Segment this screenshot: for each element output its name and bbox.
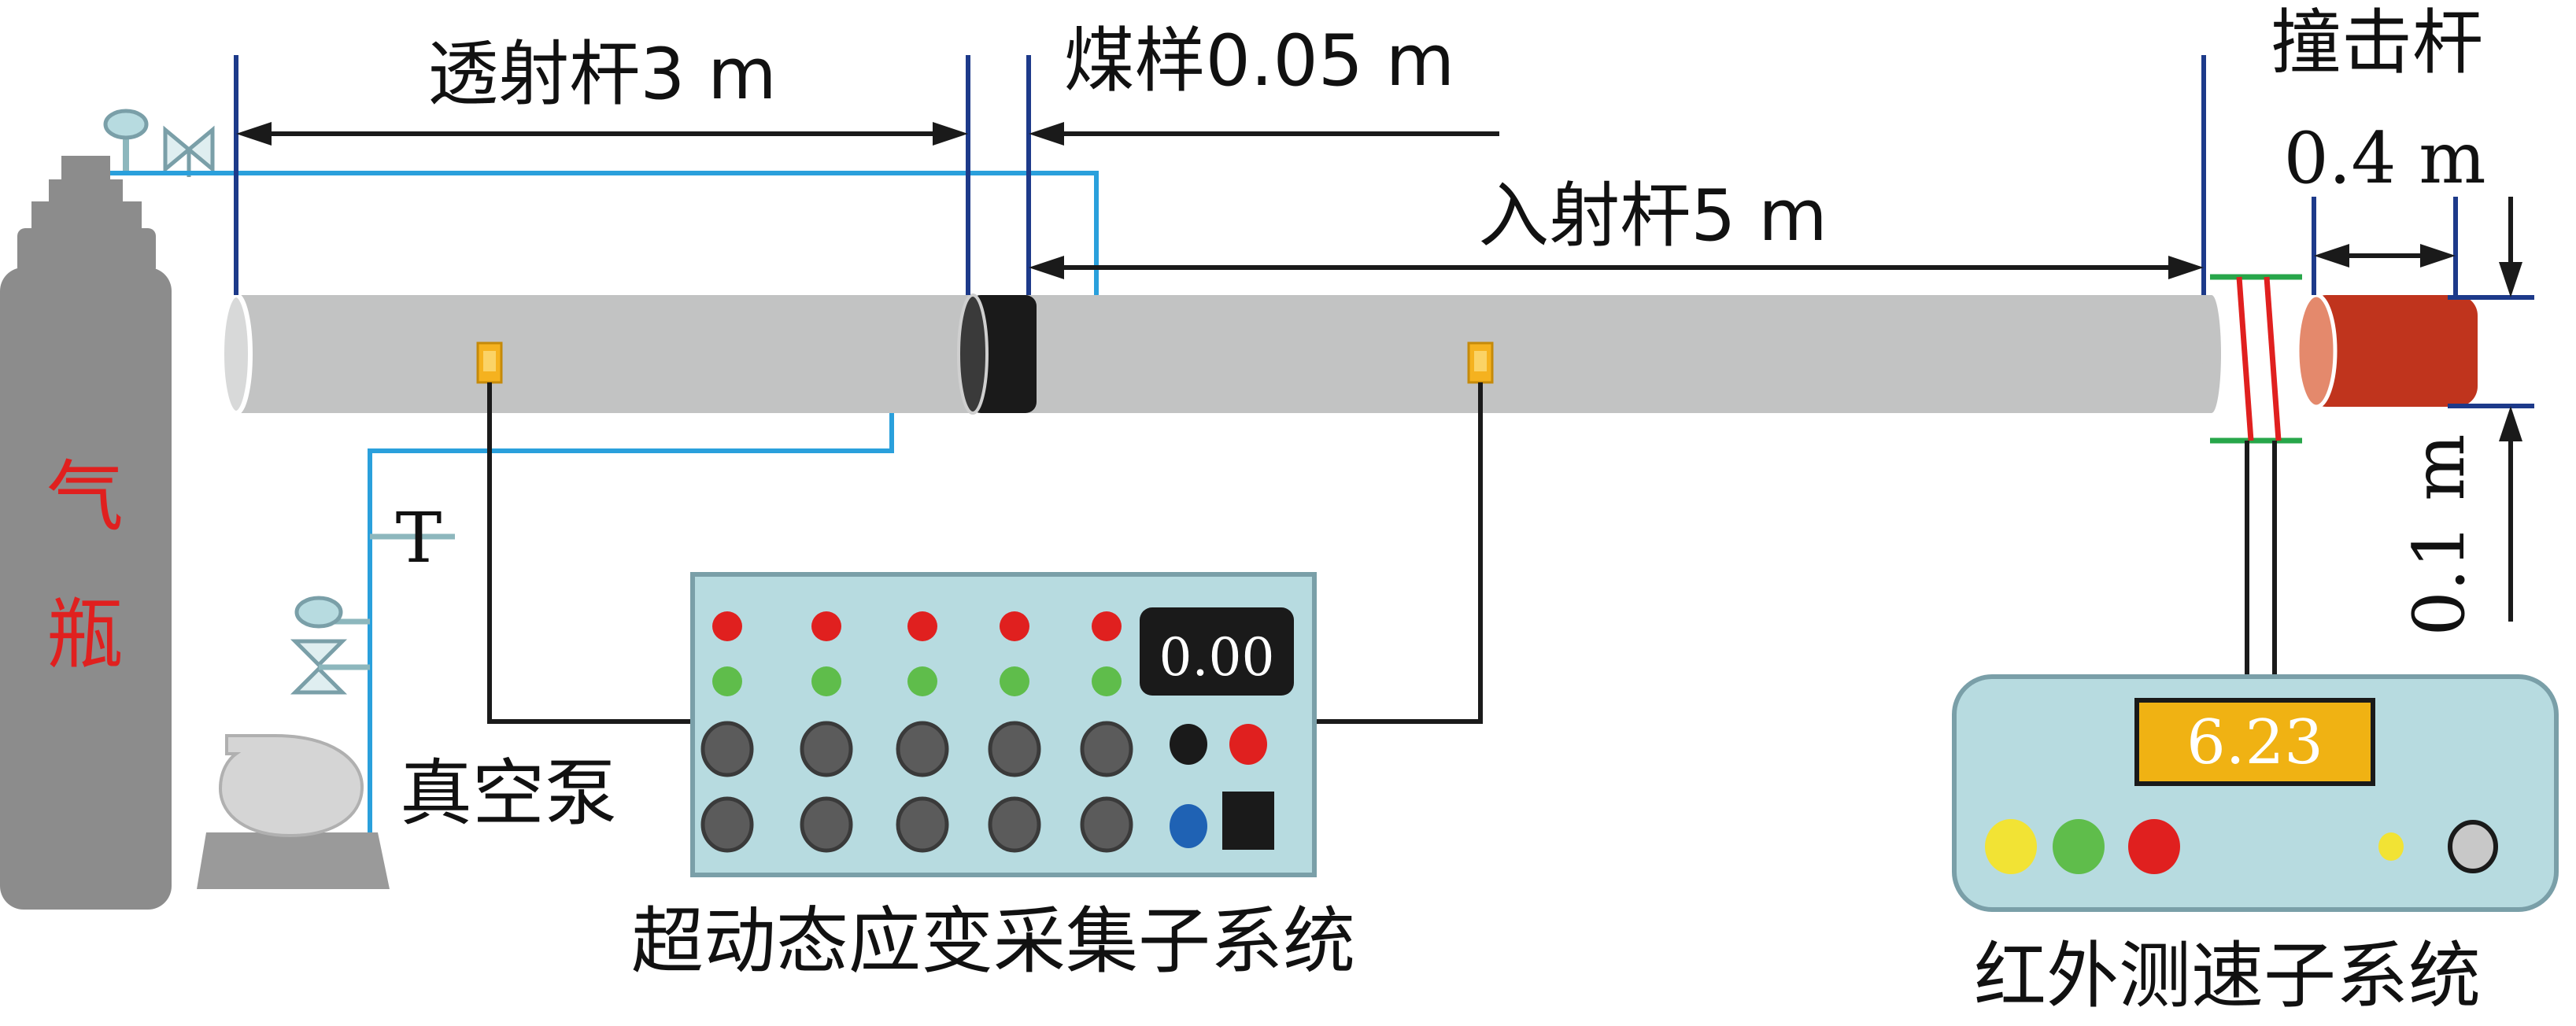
striker-bar [2295, 293, 2478, 409]
vacuum-pump-label: 真空泵 [400, 751, 617, 836]
status-lights-green [712, 666, 1122, 696]
velocity-readout: 6.23 [2186, 707, 2323, 778]
cylinder-valve-icon [163, 125, 215, 177]
indicator-lights [1985, 819, 2404, 874]
dimension-arrows [236, 122, 2522, 622]
transmission-bar [220, 293, 972, 415]
pump-gauge-icon [294, 596, 370, 629]
transmission-bar-label: 透射杆3 m [427, 33, 777, 116]
striker-diameter-label: 0.1 m [2398, 434, 2481, 636]
tee-fitting-label: T [396, 497, 442, 578]
panel-control-buttons [1170, 724, 1274, 850]
strain-readout-screen [1140, 607, 1294, 696]
gas-cylinder [0, 156, 172, 910]
pump-valve-icon [290, 639, 370, 695]
power-knob-icon [2448, 820, 2498, 873]
status-lights-red [712, 611, 1122, 641]
strain-gauge-incident [1467, 341, 1494, 384]
strain-gauge-transmission [476, 341, 503, 384]
striker-length-label: 0.4 m [2283, 117, 2485, 200]
gas-cylinder-label-1: 气 [46, 452, 124, 542]
striker-bar-label: 撞击杆 [2271, 2, 2483, 84]
dimension-lines [234, 55, 2534, 408]
infrared-gates [2210, 274, 2302, 677]
incident-bar [1023, 295, 2221, 413]
infrared-system-label: 红外测速子系统 [1974, 934, 2481, 1018]
strain-system-label: 超动态应变采集子系统 [631, 899, 1355, 984]
infrared-velocity-panel [1952, 674, 2559, 912]
incident-bar-label: 入射杆5 m [1478, 175, 1828, 257]
gas-cylinder-label-2: 瓶 [46, 590, 124, 680]
cylinder-gauge-icon [103, 109, 149, 172]
vacuum-pump-icon [197, 734, 390, 889]
velocity-readout-screen [2134, 698, 2375, 786]
signal-wires [487, 382, 1483, 724]
coal-sample [957, 293, 1037, 415]
channel-knobs [700, 721, 1133, 853]
strain-readout: 0.00 [1159, 627, 1275, 688]
coal-sample-label: 煤样0.05 m [1064, 20, 1455, 102]
